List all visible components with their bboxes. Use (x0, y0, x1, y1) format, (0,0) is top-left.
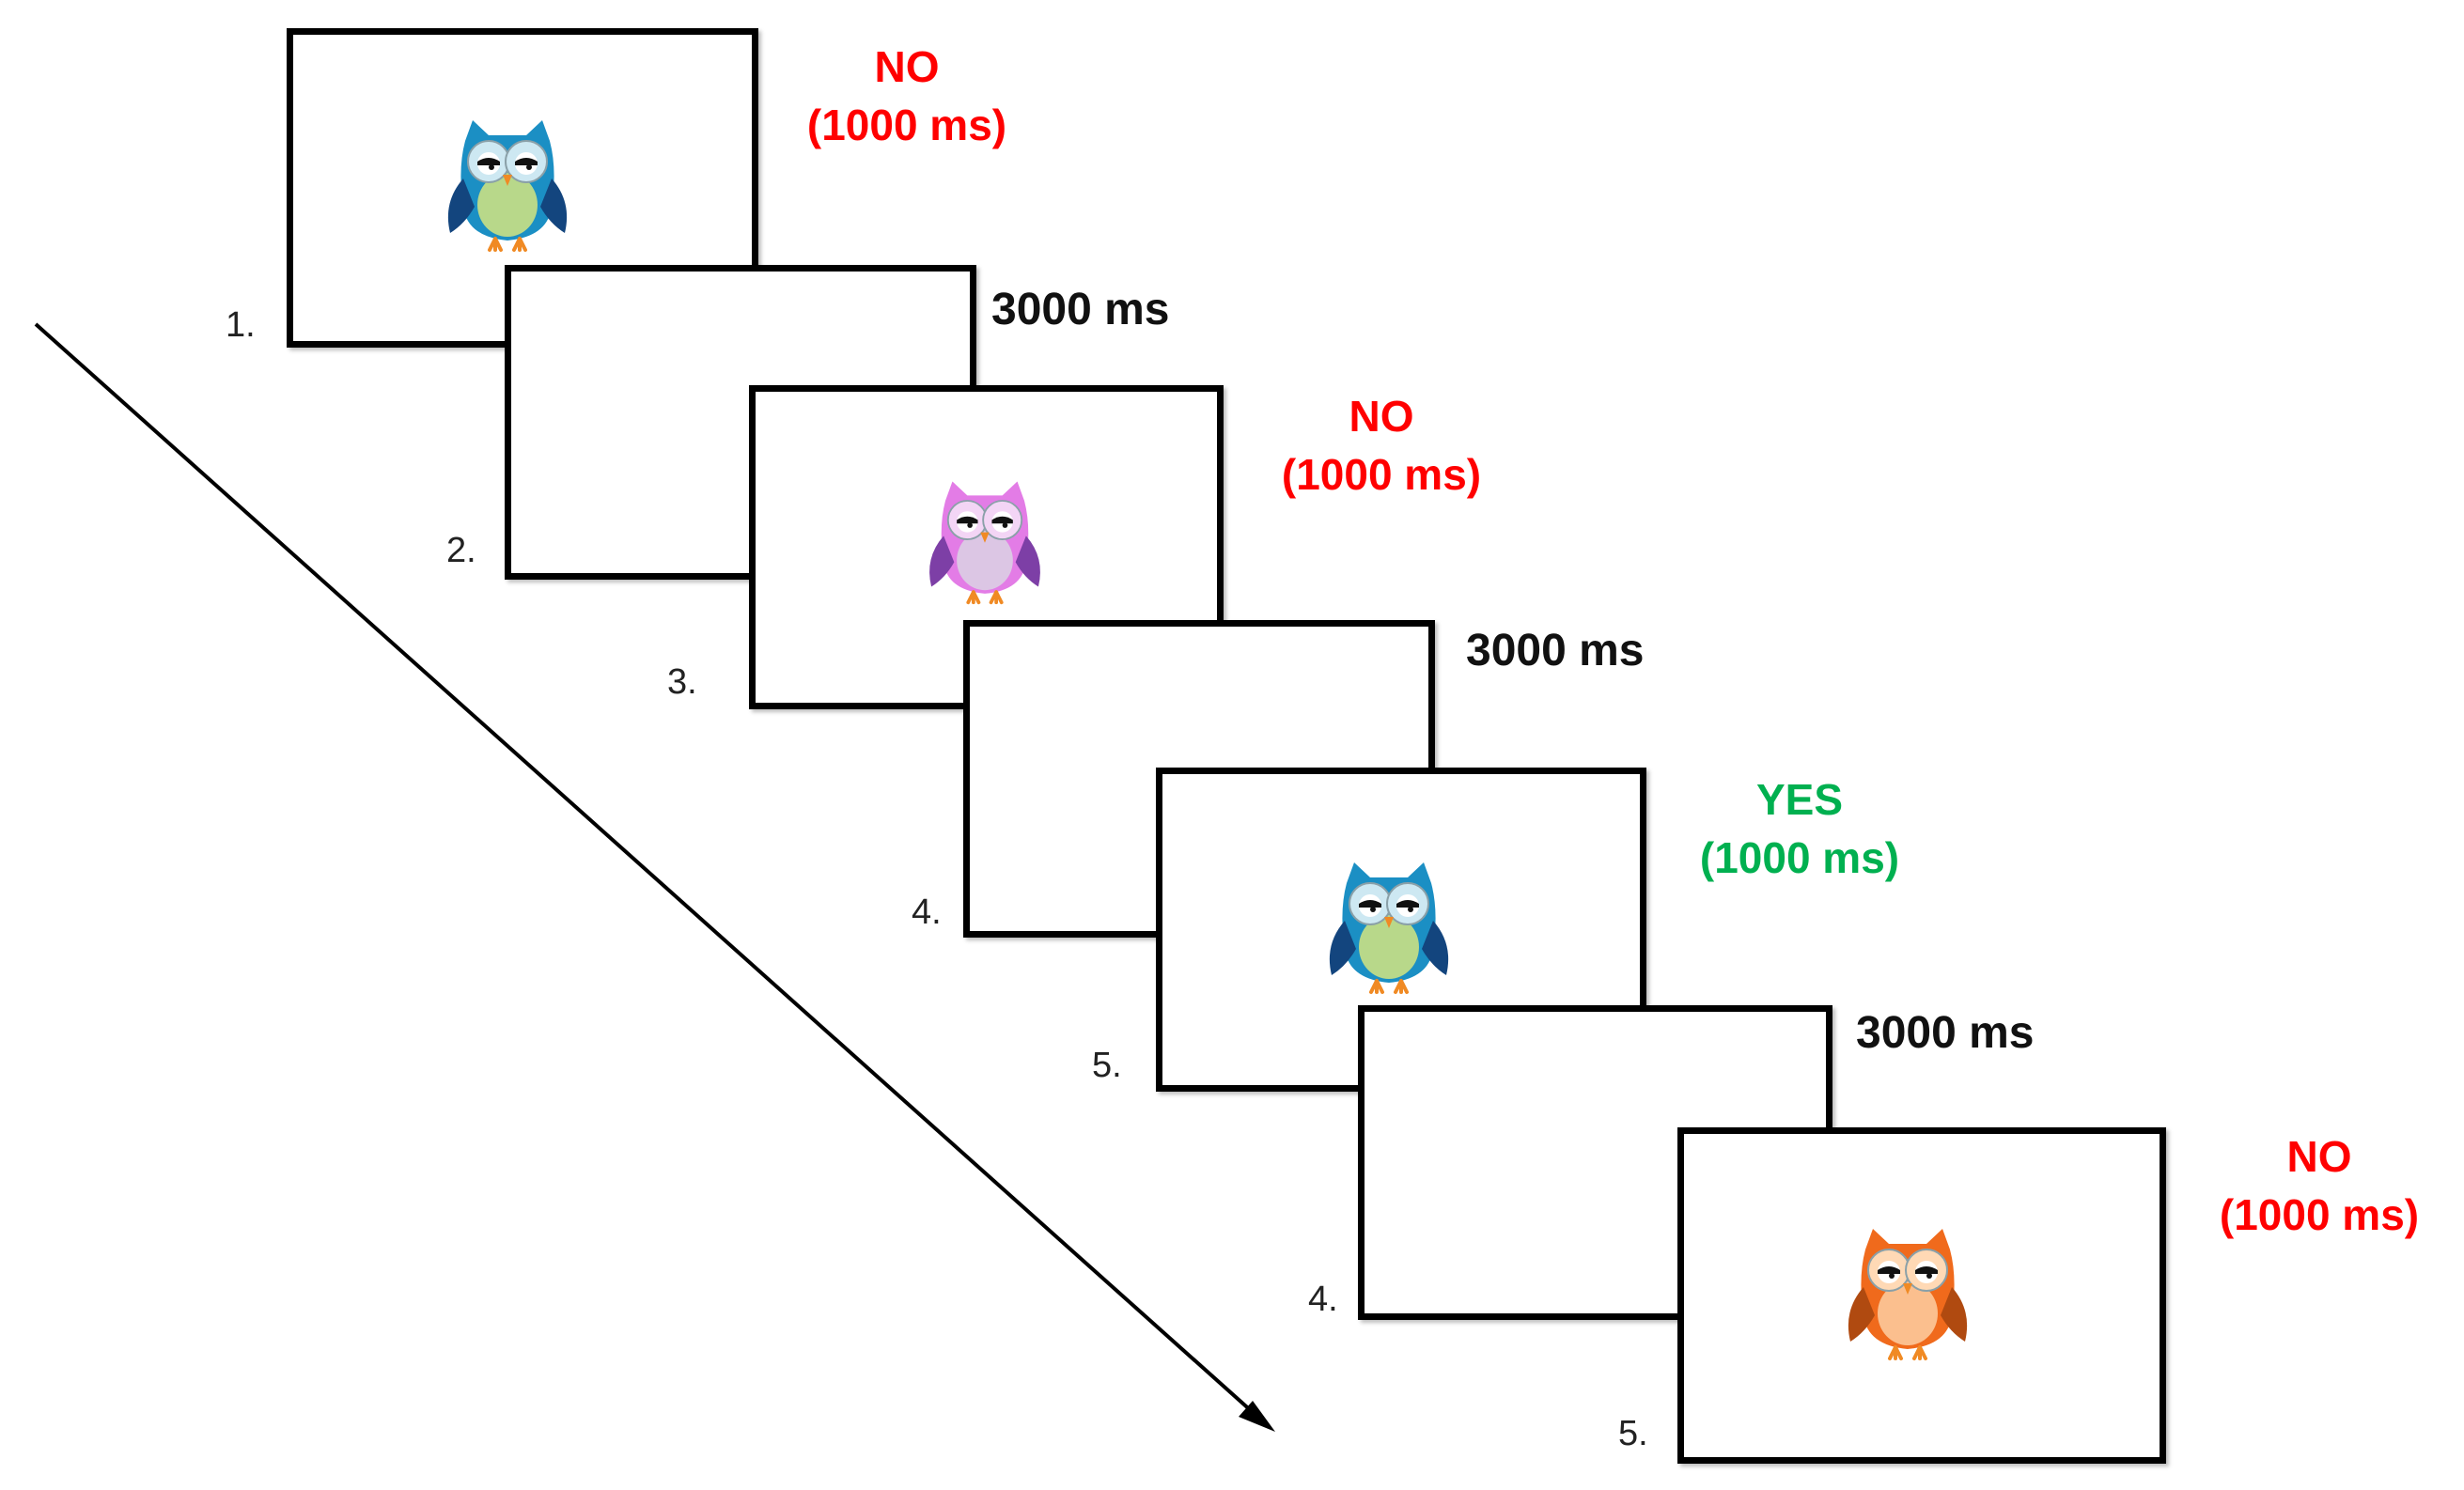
response-text: NO (2286, 1132, 2352, 1181)
step-number: 5. (1092, 1046, 1122, 1085)
response-label: NO (1000 ms) (2178, 1127, 2460, 1244)
response-text: YES (1755, 775, 1844, 824)
step-number: 1. (226, 305, 256, 345)
response-duration: (1000 ms) (1699, 833, 1900, 882)
owl-icon (1848, 1229, 1968, 1360)
response-duration: (1000 ms) (2219, 1190, 2420, 1239)
step-number: 4. (912, 892, 942, 932)
response-duration: (1000 ms) (1281, 450, 1482, 499)
step-number: 4. (1308, 1280, 1338, 1319)
step-number: 3. (667, 662, 697, 702)
step-number: 2. (446, 531, 476, 570)
owl-icon (447, 120, 568, 252)
owl-icon (1329, 862, 1449, 994)
interval-duration: 3000 ms (1856, 1008, 2035, 1058)
response-duration: (1000 ms) (806, 101, 1007, 149)
response-label: NO (1000 ms) (1240, 387, 1522, 504)
response-label: NO (1000 ms) (766, 38, 1048, 154)
step-number: 5. (1618, 1414, 1648, 1453)
response-text: NO (1349, 392, 1414, 441)
owl-icon (929, 481, 1040, 605)
interval-duration: 3000 ms (1466, 626, 1645, 675)
response-text: NO (874, 42, 940, 91)
interval-duration: 3000 ms (991, 285, 1170, 334)
response-label: YES (1000 ms) (1659, 770, 1941, 887)
